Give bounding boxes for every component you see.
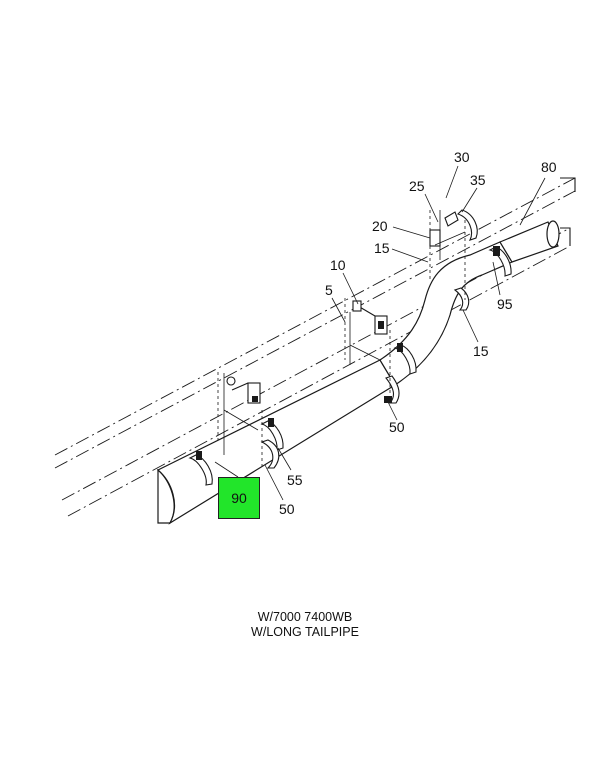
callout-25: 25 <box>409 178 425 194</box>
callout-15-lower: 15 <box>473 343 489 359</box>
highlighted-callout-90[interactable]: 90 <box>218 477 260 519</box>
callout-80: 80 <box>541 159 557 175</box>
callout-50-left: 50 <box>279 501 295 517</box>
hanger-brackets <box>223 209 478 455</box>
callout-35: 35 <box>470 172 486 188</box>
callout-10: 10 <box>330 257 346 273</box>
callout-5: 5 <box>325 282 333 298</box>
caption-line-1: W/7000 7400WB <box>257 610 353 624</box>
callout-95: 95 <box>497 296 513 312</box>
callout-50-right: 50 <box>389 419 405 435</box>
callout-15-upper: 15 <box>374 240 390 256</box>
callout-90: 90 <box>231 490 247 506</box>
callout-55: 55 <box>287 472 303 488</box>
frame-rail <box>54 177 576 517</box>
callout-labels: 30 80 25 35 20 15 10 5 95 15 50 55 50 <box>279 149 557 517</box>
callout-20: 20 <box>372 218 388 234</box>
assembly-lines <box>217 210 466 470</box>
caption-line-2: W/LONG TAILPIPE <box>251 625 359 639</box>
pipe-clamps <box>188 246 512 486</box>
leader-lines <box>214 165 546 501</box>
diagram-caption: W/7000 7400WB W/LONG TAILPIPE <box>0 610 610 640</box>
callout-30: 30 <box>454 149 470 165</box>
